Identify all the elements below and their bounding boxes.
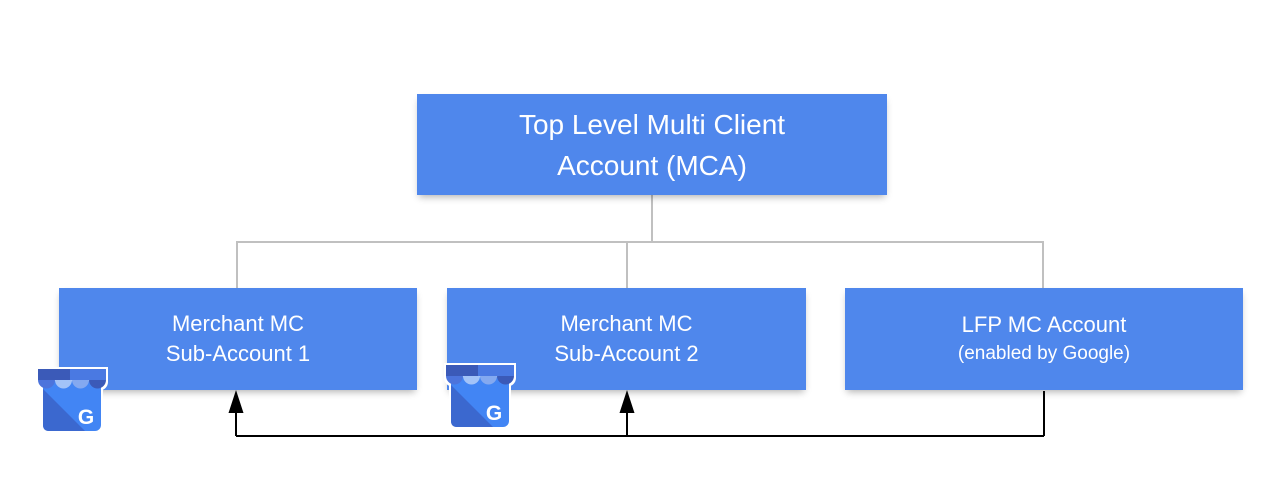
mca-root-label-line1: Top Level Multi Client [518, 108, 786, 140]
storefront-fold [43, 389, 85, 431]
awning-scallop-4 [497, 376, 514, 385]
awning-band-right [70, 369, 106, 380]
google-my-business-icon: G [446, 365, 514, 427]
awning-scallop-4 [89, 380, 106, 389]
merchant-sub-account-2-label-line2: Sub-Account 2 [554, 341, 699, 366]
storefront-fold [451, 385, 493, 427]
lfp-account-label-line1: LFP MC Account [961, 312, 1127, 337]
merchant-sub-account-2-label-line1: Merchant MC [560, 311, 693, 336]
lfp-account-label-line2: (enabled by Google) [957, 343, 1131, 364]
arrowhead-to-sub2 [619, 390, 635, 413]
google-g-letter: G [486, 402, 502, 425]
arrowhead-to-sub1 [228, 390, 244, 413]
awning-band-left [38, 369, 70, 380]
awning-scallop-3 [480, 376, 497, 385]
merchant-sub-account-1-box: Merchant MC Sub-Account 1 [59, 288, 417, 390]
tree-connector-lines [236, 195, 1044, 288]
awning-band-left [446, 365, 478, 376]
merchant-sub-account-1-label-line1: Merchant MC [171, 311, 305, 336]
lfp-feed-lines [235, 391, 1045, 437]
merchant-sub-account-1-label-line2: Sub-Account 1 [165, 341, 311, 366]
awning-scallop-1 [446, 376, 463, 385]
awning-scallop-3 [72, 380, 89, 389]
lfp-account-box: LFP MC Account (enabled by Google) [845, 288, 1243, 390]
awning-scallop-2 [55, 380, 72, 389]
google-my-business-icon: G [38, 369, 106, 431]
mca-root-box: Top Level Multi Client Account (MCA) [417, 94, 887, 195]
awning-scallop-2 [463, 376, 480, 385]
mca-root-label-line2: Account (MCA) [557, 149, 747, 181]
awning-scallop-1 [38, 380, 55, 389]
awning-band-right [478, 365, 514, 376]
google-g-letter: G [78, 406, 94, 429]
